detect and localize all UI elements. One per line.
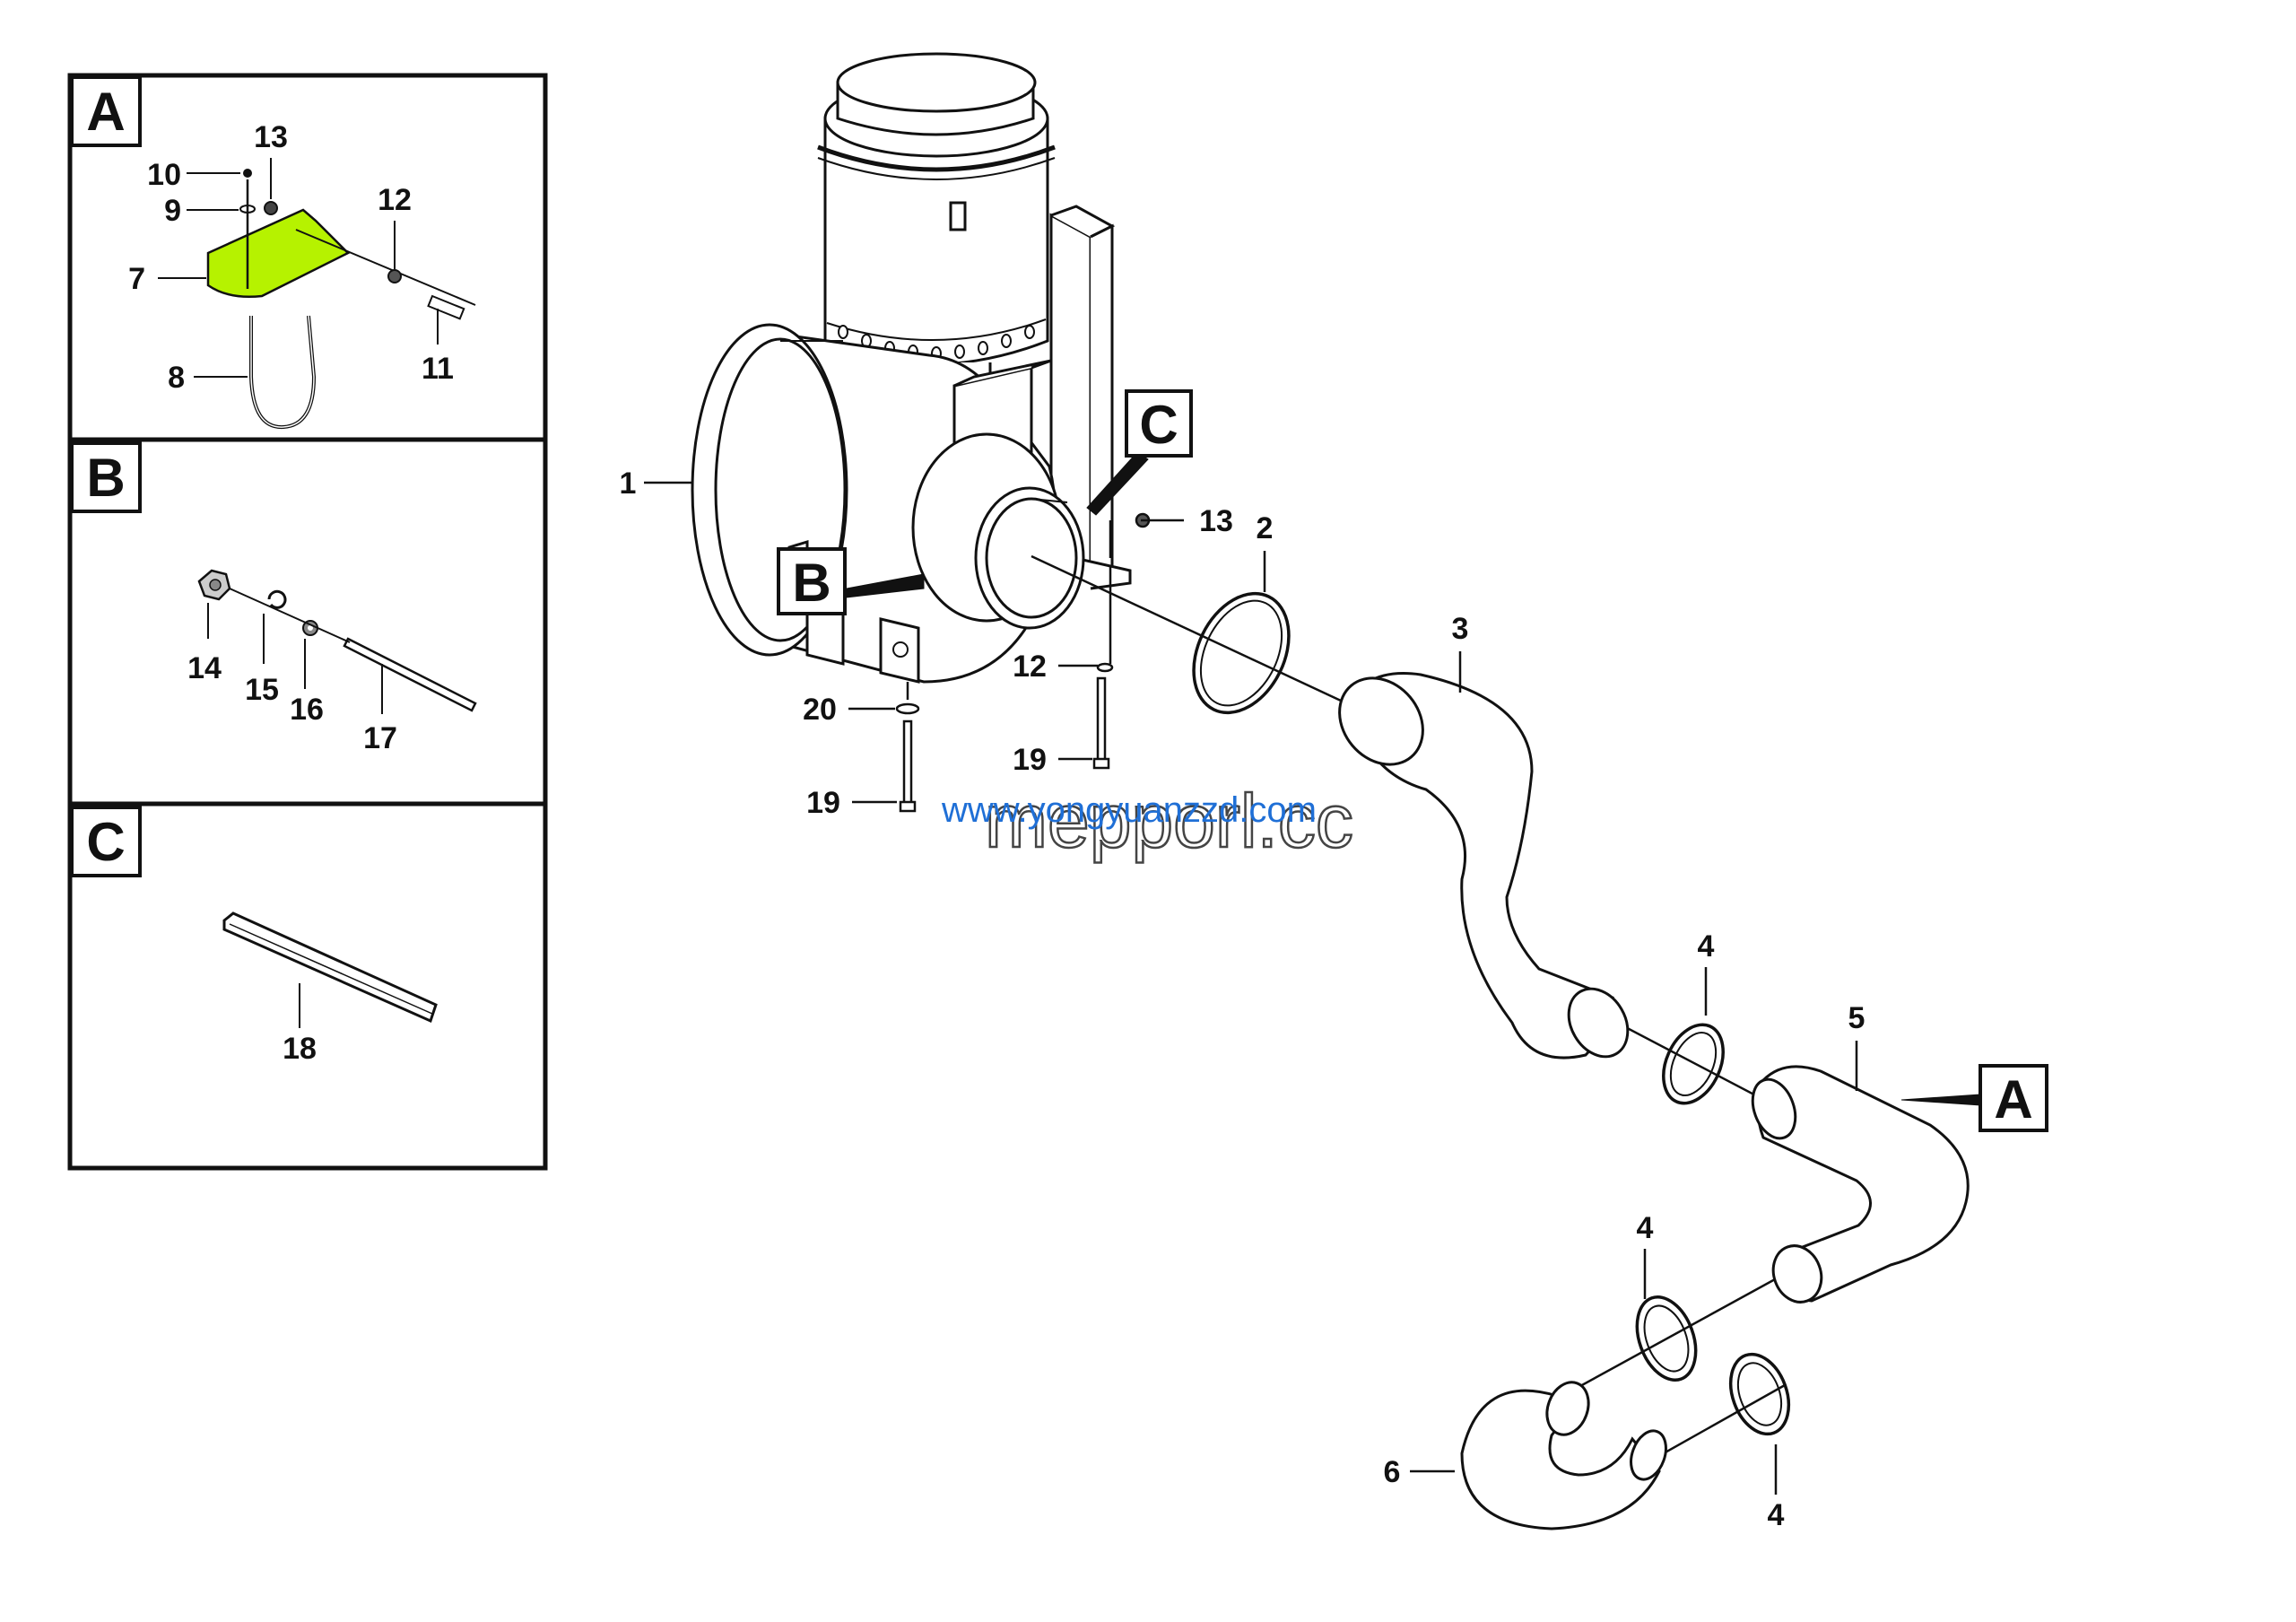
callout-13: 13 [1199,504,1233,538]
callout-box-c: C [1125,389,1193,458]
callout-2: 2 [1257,511,1274,545]
detail-panel-c: C 18 [67,801,548,1171]
callout-labels: 1 2 3 4 5 4 4 6 13 12 19 20 19 [620,467,1866,1532]
label-16: 16 [290,693,324,727]
label-8: 8 [168,361,185,395]
clamp-ring-4-upper [1662,1023,1725,1105]
callout-box-b: B [777,547,847,615]
callout-3: 3 [1452,612,1469,646]
clamp-ring-4-lower [1728,1352,1791,1436]
watermark-url: www.yongyuanzzd.com [941,790,1317,830]
hose-3 [1338,672,1630,1060]
callout-19-right: 19 [1013,743,1047,777]
watermark: mepporl.cc www.yongyuanzzd.com [941,778,1354,865]
callout-6: 6 [1384,1455,1401,1489]
label-9: 9 [164,194,181,228]
label-17: 17 [363,721,397,755]
watermark-outline: mepporl.cc [985,779,1353,863]
panel-c-letter: C [86,812,125,872]
callout-box-a: A [1979,1064,2048,1132]
detail-panel-a: A 10 9 13 7 12 11 8 [67,73,548,442]
label-15: 15 [245,673,279,707]
callout-4-lower: 4 [1768,1498,1785,1532]
panel-b-letter: B [86,448,125,508]
highlighted-plate [206,208,351,298]
label-7: 7 [128,262,145,296]
svg-text:C: C [1139,395,1178,455]
hose-5 [1751,1065,1970,1304]
callout-1: 1 [620,467,637,501]
explode-lines [1031,520,1786,1468]
label-14: 14 [187,651,222,685]
label-13-panel-a: 13 [254,120,288,154]
main-hardware [895,512,1151,813]
callout-19-left: 19 [806,786,840,820]
callout-12: 12 [1013,650,1047,684]
callout-20: 20 [803,693,837,727]
callout-5: 5 [1848,1001,1866,1035]
hose-6 [1460,1381,1667,1530]
label-11: 11 [422,352,454,386]
svg-text:B: B [792,553,831,613]
svg-text:A: A [1994,1069,2032,1129]
callout-4-middle: 4 [1637,1211,1654,1245]
panel-a-letter: A [86,82,125,142]
callout-leaders [644,481,1858,1495]
label-12-panel-a: 12 [378,183,412,217]
label-10: 10 [147,158,181,192]
label-18: 18 [283,1032,317,1066]
clamp-ring-4-middle [1635,1295,1698,1382]
callout-4-upper: 4 [1698,929,1715,964]
detail-panel-b: B 14 15 16 17 [67,437,548,807]
clamp-ring-2 [1192,591,1291,715]
